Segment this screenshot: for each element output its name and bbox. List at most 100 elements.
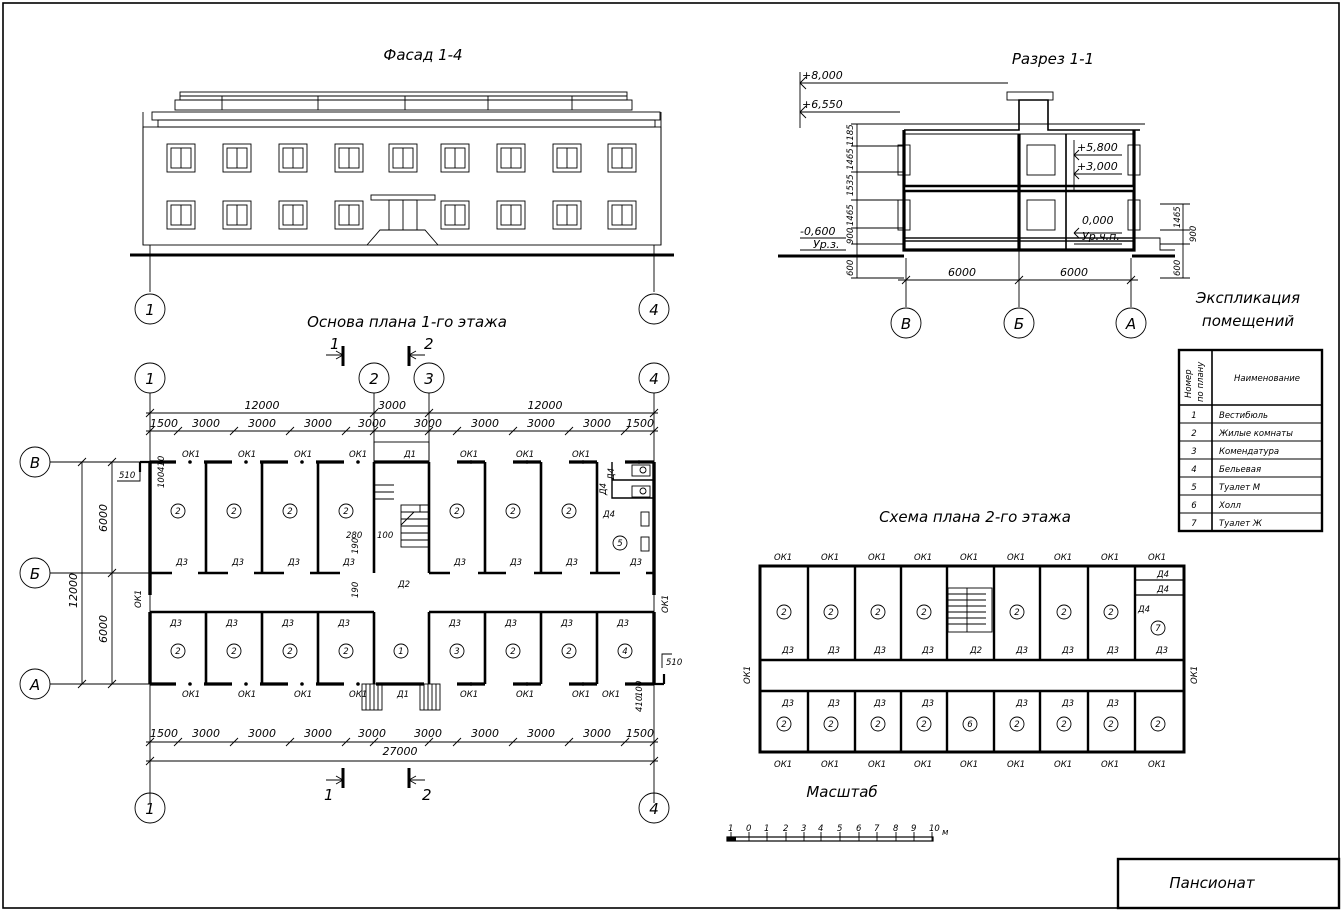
plan1-door-mark: Д3 <box>448 619 461 629</box>
plan1-bottom-dim: 3000 <box>192 727 220 740</box>
plan1-door-mark: Д3 <box>616 619 629 629</box>
legend-col-number-line1: Номер <box>1184 369 1194 398</box>
room-marker <box>612 535 628 551</box>
plan1-top-dim: 3000 <box>527 417 555 430</box>
room-legend: Экспликация помещений Номер по плану Наи… <box>1177 289 1324 533</box>
legend-row-number: 5 <box>1191 483 1196 493</box>
section-ground-level: Ур.з. <box>813 238 840 251</box>
plan1-bottom-total: 27000 <box>383 745 418 758</box>
legend-title-line1: Экспликация <box>1195 289 1300 307</box>
plan1-bottom-dim: 3000 <box>471 727 499 740</box>
plan2-door-mark-top: Д3 <box>873 646 886 656</box>
plan1-door-mark-d2: Д2 <box>397 580 410 590</box>
title-block: Пансионат <box>1116 857 1341 910</box>
plan2-window-mark-bottom: ОК1 <box>914 760 932 770</box>
room-marker <box>1009 604 1025 620</box>
plan1-door-mark: Д3 <box>342 558 355 568</box>
dim-tick <box>620 426 630 436</box>
plan2-room-top: 2 <box>1014 608 1019 618</box>
facade-window <box>166 143 196 173</box>
plan1-room-top: 2 <box>454 507 459 517</box>
scale-tick-label: 9 <box>911 824 916 834</box>
plan2-room-bottom: 2 <box>1108 720 1113 730</box>
plan1-door-mark: Д3 <box>629 558 642 568</box>
plan1-note-280: 280 <box>346 531 362 541</box>
plan2-window-mark-bottom: ОК1 <box>821 760 839 770</box>
plan1-door-mark: Д3 <box>175 558 188 568</box>
plan2-window-mark-bottom: ОК1 <box>774 760 792 770</box>
plan2-door-mark-bottom: Д3 <box>1061 699 1074 709</box>
legend-row-name: Комендатура <box>1219 447 1279 457</box>
wall <box>640 674 666 686</box>
dim-tick <box>620 737 630 747</box>
plan1-top-major-1: 12000 <box>245 399 280 412</box>
scale-tick-label: 0 <box>746 824 751 834</box>
plan2-room-bottom: 6 <box>967 720 973 730</box>
title-block-text: Пансионат <box>1169 874 1255 892</box>
facade-window <box>388 143 418 173</box>
section-level-0600: -0,600 <box>800 225 835 238</box>
plan2-window-mark-top: ОК1 <box>821 553 839 563</box>
plan2-window-mark-top: ОК1 <box>1054 553 1072 563</box>
room-marker <box>870 604 886 620</box>
plan1-door-mark-d4-b: Д4 <box>599 483 609 496</box>
section-vdim-600: 600 <box>846 260 856 276</box>
plan1-door-mark: Д3 <box>287 558 300 568</box>
legend-row-number: 1 <box>1191 411 1196 421</box>
plan1-room-bottom: 3 <box>454 647 459 657</box>
plan1-room-top: 2 <box>510 507 515 517</box>
window-mark <box>581 682 585 686</box>
plan1-window-mark: ОК1 <box>349 690 367 700</box>
plan1-bottom-dim: 1500 <box>626 727 654 740</box>
room-marker <box>1056 604 1072 620</box>
window-mark <box>637 682 641 686</box>
legend-row-name: Вестибюль <box>1219 411 1268 421</box>
section-axis-v: В <box>901 315 911 333</box>
window-mark <box>637 460 641 464</box>
room-marker <box>1056 716 1072 732</box>
plan1-window-mark: ОК1 <box>182 690 200 700</box>
plan2-room-top: 2 <box>828 608 833 618</box>
plan1-room-top: 2 <box>343 507 348 517</box>
plan2-door-mark-d4: Д4 <box>1156 570 1169 580</box>
section-level-3000: +3,000 <box>1077 160 1118 173</box>
room-marker <box>282 643 298 659</box>
window-mark <box>356 460 360 464</box>
plan1-note-100-bottom: 100 <box>635 681 645 697</box>
section-level-5800: +5,800 <box>1077 141 1118 154</box>
facade-axis-1: 1 <box>145 301 155 319</box>
legend-title-line2: помещений <box>1202 312 1294 330</box>
room-marker <box>1009 716 1025 732</box>
plan1-cut-1-top: 1 <box>330 335 340 353</box>
plan1-window-mark: ОК1 <box>460 450 478 460</box>
section-finish-floor-level: Ур.ч.п. <box>1082 230 1120 243</box>
window-mark <box>188 682 192 686</box>
dim-tick <box>452 737 462 747</box>
plan2-door-mark-bottom: Д3 <box>827 699 840 709</box>
dim-tick <box>649 426 659 436</box>
plan1-note-410-bottom: 410 <box>635 696 645 712</box>
section-vdim-1185: 1185 <box>846 124 856 146</box>
plan1-window-mark: ОК1 <box>516 690 534 700</box>
dim-tick <box>341 426 351 436</box>
plan1-window-mark: ОК1 <box>238 450 256 460</box>
plan1-room-bottom: 2 <box>343 647 348 657</box>
plan1-window-mark: ОК1 <box>349 450 367 460</box>
plan1-door-mark: Д3 <box>565 558 578 568</box>
facade-window <box>552 143 582 173</box>
plan1-window-mark: ОК1 <box>602 690 620 700</box>
plan2-room-bottom: 2 <box>875 720 880 730</box>
plan2-window-mark-left: ОК1 <box>743 666 753 684</box>
plan2-walls <box>760 566 1184 752</box>
room-marker <box>1103 716 1119 732</box>
plan2-window-mark-bottom: ОК1 <box>868 760 886 770</box>
plan1-axis-4-top: 4 <box>649 370 659 388</box>
room-marker <box>916 604 932 620</box>
plan1-room-top: 2 <box>566 507 571 517</box>
plan1-note-510-top: 510 <box>119 471 135 481</box>
plan1-top-dim: 3000 <box>583 417 611 430</box>
scale-tick-label: 8 <box>893 824 899 834</box>
plan2-window-mark-top: ОК1 <box>868 553 886 563</box>
scale-tick-label: 1 <box>764 824 769 834</box>
